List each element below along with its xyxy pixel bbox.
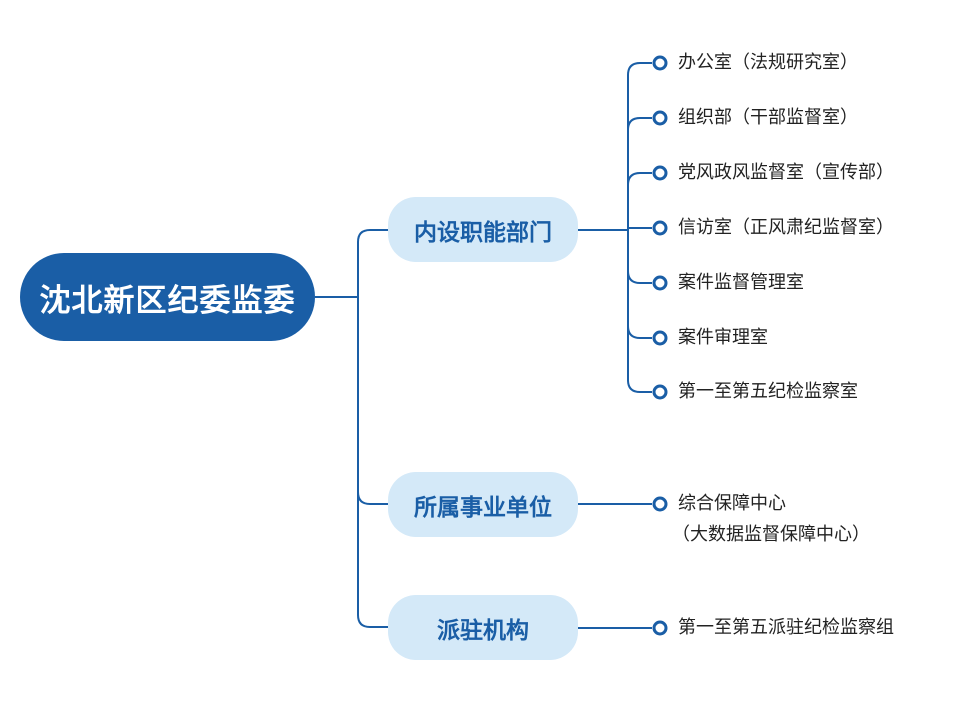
leaf-item: 综合保障中心 bbox=[678, 493, 786, 514]
leaf-item: 党风政风监督室（宣传部） bbox=[678, 162, 894, 183]
leaf-node-dot bbox=[652, 165, 668, 181]
branch1-elbow-6 bbox=[627, 325, 652, 339]
branch-label: 所属事业单位 bbox=[414, 494, 552, 521]
trunk-connector bbox=[357, 229, 388, 628]
leaf-item: 案件审理室 bbox=[678, 327, 768, 348]
leaf-node-dot bbox=[652, 384, 668, 400]
branch1-elbow-3 bbox=[627, 172, 652, 186]
leaf-node-dot bbox=[652, 496, 668, 512]
leaf-node-dot bbox=[652, 220, 668, 236]
branch1-elbow-5 bbox=[627, 270, 652, 284]
branch-label: 内设职能部门 bbox=[414, 219, 552, 246]
leaf-item: 案件监督管理室 bbox=[678, 272, 804, 293]
branch1-elbow-2 bbox=[627, 117, 652, 131]
leaf-node-dot bbox=[652, 55, 668, 71]
branch-label: 派驻机构 bbox=[437, 617, 529, 644]
leaf-item: 第一至第五纪检监察室 bbox=[678, 381, 858, 402]
root-node: 沈北新区纪委监委 bbox=[20, 253, 315, 341]
leaf-item: 信访室（正风肃纪监督室） bbox=[678, 217, 894, 238]
leaf-node-dot bbox=[652, 330, 668, 346]
leaf-item: 第一至第五派驻纪检监察组 bbox=[678, 617, 894, 638]
branch-node-dispatched-agencies: 派驻机构 bbox=[388, 595, 578, 660]
branch-node-affiliated-institutions: 所属事业单位 bbox=[388, 472, 578, 537]
leaf-item-subtitle: （大数据监督保障中心） bbox=[672, 524, 870, 545]
root-label: 沈北新区纪委监委 bbox=[39, 282, 296, 319]
branch-node-internal-departments: 内设职能部门 bbox=[388, 197, 578, 262]
leaf-node-dot bbox=[652, 110, 668, 126]
leaf-node-dot bbox=[652, 620, 668, 636]
leaf-node-dot bbox=[652, 275, 668, 291]
trunk-connector-mid bbox=[357, 491, 388, 505]
leaf-item: 办公室（法规研究室） bbox=[678, 52, 858, 73]
leaf-item: 组织部（干部监督室） bbox=[678, 107, 858, 128]
